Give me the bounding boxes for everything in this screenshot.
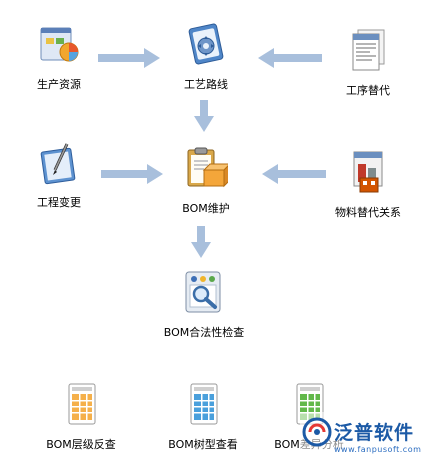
routing-icon	[184, 22, 228, 68]
node-material-substitute[interactable]: 物料替代关系	[326, 150, 410, 220]
arrow-resources-to-routing	[98, 48, 160, 68]
resources-icon	[37, 22, 81, 68]
arrow-material-to-bom	[262, 164, 326, 184]
node-resources[interactable]: 生产资源	[22, 22, 96, 92]
engineering-change-icon	[37, 140, 81, 186]
node-substitute-process[interactable]: 工序替代	[330, 28, 406, 98]
node-bom-maintenance[interactable]: BOM维护	[166, 146, 246, 216]
node-bom-level-reverse[interactable]: BOM层级反查	[38, 382, 124, 452]
substitute-process-icon	[346, 28, 390, 74]
bom-maintenance-icon	[184, 146, 232, 192]
bom-level-reverse-icon	[59, 382, 103, 428]
brand-logo-icon	[302, 417, 332, 447]
node-routing[interactable]: 工艺路线	[168, 22, 244, 92]
node-engineering-change[interactable]: 工程变更	[22, 140, 96, 210]
bom-validity-check-icon	[182, 270, 226, 316]
bom-tree-view-label: BOM树型查看	[168, 438, 238, 451]
arrow-bom-to-check	[191, 226, 211, 258]
material-substitute-icon	[346, 150, 390, 196]
node-bom-tree-view[interactable]: BOM树型查看	[160, 382, 246, 452]
routing-label: 工艺路线	[184, 78, 228, 91]
node-bom-validity-check[interactable]: BOM合法性检查	[156, 270, 252, 340]
bom-validity-check-label: BOM合法性检查	[163, 326, 245, 339]
resources-label: 生产资源	[37, 78, 81, 91]
bom-maintenance-label: BOM维护	[182, 202, 230, 215]
engineering-change-label: 工程变更	[37, 196, 81, 209]
bom-tree-view-icon	[181, 382, 225, 428]
material-substitute-label: 物料替代关系	[335, 206, 401, 219]
arrow-change-to-bom	[101, 164, 163, 184]
substitute-process-label: 工序替代	[346, 84, 390, 97]
arrow-substitute-to-routing	[258, 48, 322, 68]
watermark: 泛普软件 www.fanpusoft.com	[300, 412, 432, 466]
bom-level-reverse-label: BOM层级反查	[46, 438, 116, 451]
brand-name: 泛普软件	[334, 422, 415, 444]
arrow-routing-to-bom	[194, 100, 214, 132]
brand-url: www.fanpusoft.com	[334, 445, 422, 454]
